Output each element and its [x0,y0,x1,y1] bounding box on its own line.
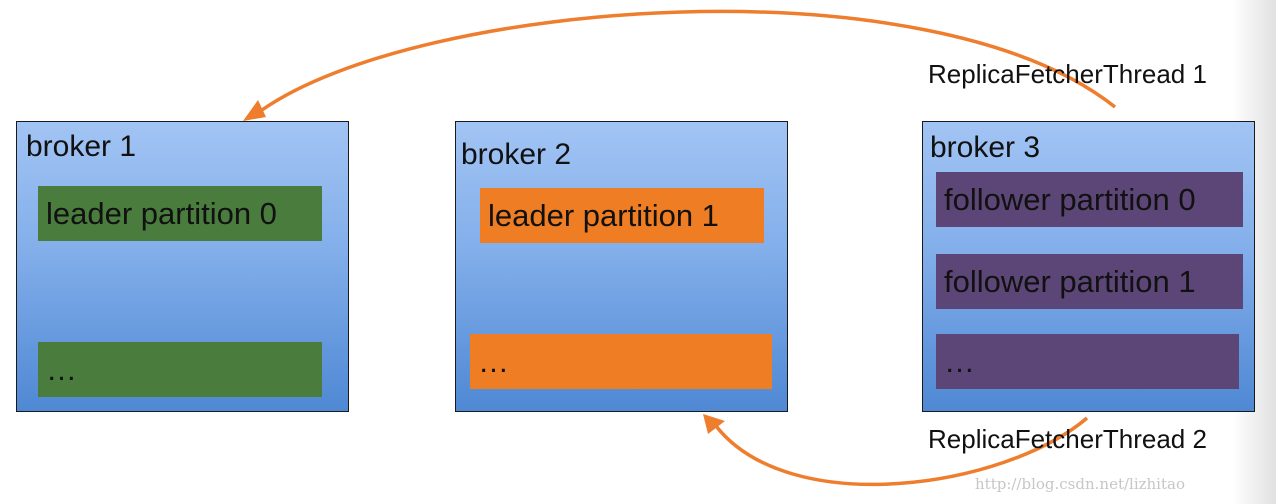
broker-1-box: broker 1 leader partition 0 … [16,121,349,412]
broker-1-more-partitions: … [38,342,322,397]
fetcher-thread-1-arrowhead [243,100,266,121]
broker-1-title: broker 1 [26,130,137,163]
broker-3-box: broker 3 follower partition 0 follower p… [922,121,1255,412]
watermark-url: http://blog.csdn.net/lizhitao [975,475,1185,493]
fetcher-thread-2-arrowhead [703,414,725,434]
replica-fetcher-thread-2-label: ReplicaFetcherThread 2 [928,424,1207,454]
fetcher-thread-1-arrow [261,9,1117,112]
broker-3-more-partitions: … [936,334,1239,389]
broker-2-leader-partition-1: leader partition 1 [480,188,764,243]
broker-3-follower-partition-0: follower partition 0 [936,172,1243,227]
broker-3-follower-partition-1: follower partition 1 [936,254,1243,309]
fetcher-thread-2-arrow [714,416,1089,487]
broker-2-more-partitions: … [470,334,772,389]
broker-1-leader-partition-0: leader partition 0 [38,186,322,241]
replica-fetcher-thread-1-label: ReplicaFetcherThread 1 [928,59,1207,89]
broker-2-box: broker 2 leader partition 1 … [455,121,788,412]
broker-2-title: broker 2 [461,138,572,171]
broker-3-title: broker 3 [930,131,1041,164]
